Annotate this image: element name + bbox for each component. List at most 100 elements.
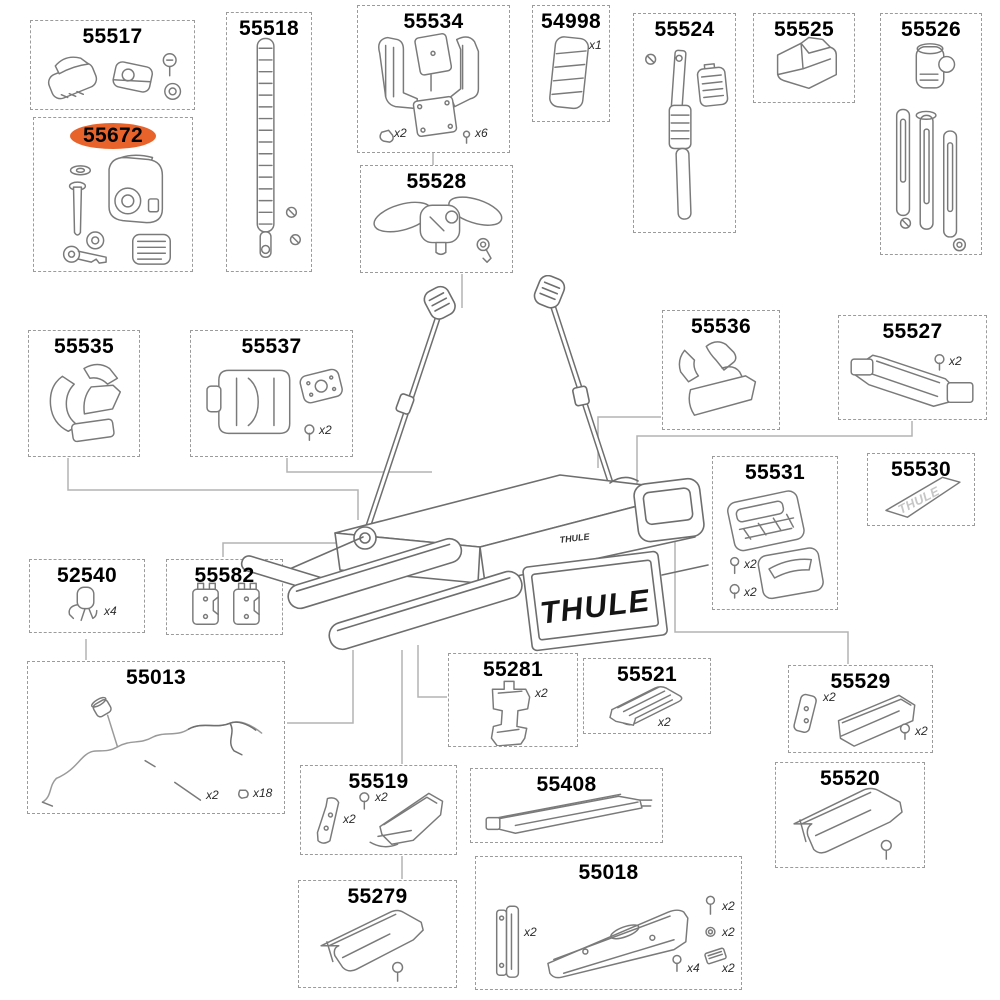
part-55018-drawing <box>495 895 727 979</box>
grip-pad <box>696 63 729 107</box>
part-box-55530[interactable]: THULE 55530 <box>867 453 975 526</box>
nut-icon <box>86 231 105 250</box>
thule-small-text: THULE <box>559 531 591 545</box>
part-52540-drawing <box>68 586 98 622</box>
part-box-55535[interactable]: 55535 <box>28 330 140 457</box>
screw-icon <box>729 556 740 575</box>
quantity-annotation: x4 <box>104 604 117 618</box>
part-box-55520[interactable]: 55520 <box>775 762 925 868</box>
arm-pivot <box>353 526 377 550</box>
part-box-55013[interactable]: 55013 x2 x18 <box>27 661 285 814</box>
screw-icon <box>899 217 912 229</box>
key-icon <box>62 245 107 264</box>
connector-55535-main <box>67 458 359 520</box>
part-box-54998[interactable]: 54998 x1 <box>532 5 610 122</box>
part-55518-drawing <box>256 37 301 258</box>
plug-13pin <box>91 696 112 718</box>
quantity-annotation: x2 <box>394 126 407 140</box>
part-box-55531[interactable]: 55531 x2 x2 <box>712 456 838 610</box>
quantity-annotation: x2 <box>524 925 537 939</box>
part-box-55521[interactable]: 55521 x2 <box>583 658 711 734</box>
part-box-55536[interactable]: 55536 <box>662 310 780 430</box>
quantity-annotation: x2 <box>343 812 356 826</box>
part-box-55528[interactable]: 55528 <box>360 165 513 273</box>
part-55530-drawing: THULE <box>885 476 961 518</box>
part-box-55408[interactable]: 55408 <box>470 768 663 843</box>
grip-pad <box>132 233 171 265</box>
quantity-annotation: x2 <box>744 557 757 571</box>
part-55408-drawing <box>485 793 653 834</box>
part-box-55526[interactable]: 55526 <box>880 13 982 255</box>
quantity-annotation: x1 <box>589 38 602 52</box>
screw-icon <box>645 53 657 65</box>
quantity-annotation: x6 <box>475 126 488 140</box>
quantity-annotation: x2 <box>915 724 928 738</box>
push-pin-icon <box>729 583 740 599</box>
part-55521-drawing <box>609 686 683 726</box>
part-55531-drawing <box>727 490 824 600</box>
lamp-housing-right <box>633 477 705 543</box>
part-box-55018[interactable]: 55018 x2 x2 x2 x2 x4 <box>475 856 742 990</box>
plate-holder-panel <box>547 909 689 979</box>
part-box-55529[interactable]: 55529 x2 x2 <box>788 665 933 753</box>
strap <box>256 37 275 233</box>
quantity-annotation: x2 <box>949 354 962 368</box>
part-box-52540[interactable]: 52540 x4 <box>29 559 145 633</box>
quantity-annotation: x2 <box>535 686 548 700</box>
quantity-annotation: x2 <box>722 925 735 939</box>
part-55526-drawing <box>895 43 967 252</box>
quantity-annotation: x2 <box>375 790 388 804</box>
part-55528-drawing <box>373 196 503 263</box>
thule-sticker-text: THULE <box>896 484 942 517</box>
connector-55013-main <box>287 650 354 724</box>
screw-icon <box>359 792 370 810</box>
part-55537-drawing <box>206 368 343 441</box>
main-assembly-drawing: THULE THULE <box>240 275 709 652</box>
clip-icon <box>238 789 249 799</box>
washer-icon <box>952 238 967 252</box>
part-55536-drawing <box>678 341 757 416</box>
part-box-55517[interactable]: 55517 <box>30 20 195 110</box>
part-box-55518[interactable]: 55518 <box>226 12 312 272</box>
quantity-annotation: x2 <box>658 715 671 729</box>
part-55517-drawing <box>47 53 182 100</box>
connector-55582-main <box>222 542 343 557</box>
nut-icon <box>705 926 716 938</box>
arm-buckle-right <box>572 385 590 407</box>
screw-icon <box>880 839 892 860</box>
quantity-annotation: x18 <box>253 786 273 800</box>
part-box-55524[interactable]: 55524 <box>633 13 736 233</box>
part-box-55582[interactable]: 55582 <box>166 559 283 635</box>
part-55013-drawing <box>41 696 263 807</box>
part-box-55672[interactable]: 55672 <box>33 117 193 272</box>
bolt-icon <box>68 181 87 236</box>
quantity-annotation: x2 <box>722 961 735 975</box>
part-box-55527[interactable]: 55527 x2 <box>838 315 987 420</box>
quantity-annotation: x4 <box>687 961 700 975</box>
part-box-55534[interactable]: 55534 x2 x6 <box>357 5 510 153</box>
screw-icon <box>672 954 682 973</box>
washer-icon <box>69 165 92 176</box>
pad-icon <box>704 947 727 965</box>
lock-housing <box>108 154 164 224</box>
connector-main-55281 <box>417 645 447 698</box>
part-54998-drawing <box>549 36 590 110</box>
wheel-tray-1 <box>287 537 463 610</box>
part-55525-drawing <box>776 36 837 90</box>
part-55524-drawing <box>645 49 729 220</box>
quantity-annotation: x2 <box>823 690 836 704</box>
part-55672-drawing <box>62 154 171 265</box>
part-box-55537[interactable]: 55537 x2 <box>190 330 353 457</box>
wheel-tray-2 <box>328 570 523 651</box>
part-55527-drawing <box>850 354 974 407</box>
screw-icon <box>705 895 716 915</box>
end-cap <box>233 582 260 625</box>
part-box-55279[interactable]: 55279 <box>298 880 457 988</box>
part-box-55281[interactable]: 55281 x2 <box>448 653 578 747</box>
quantity-annotation: x2 <box>722 899 735 913</box>
part-box-55525[interactable]: 55525 <box>753 13 855 103</box>
part-55529-drawing <box>793 693 916 747</box>
strap-loop <box>609 476 639 484</box>
part-box-55519[interactable]: 55519 x2 x2 <box>300 765 457 855</box>
